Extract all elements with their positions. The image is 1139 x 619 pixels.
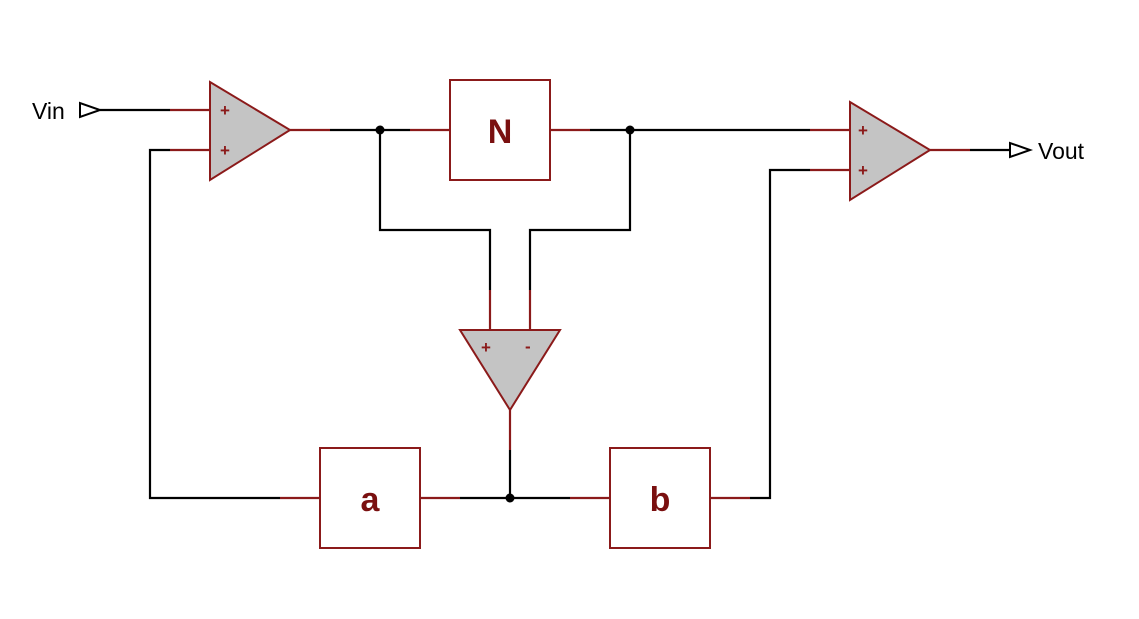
- block-a-label: a: [361, 481, 381, 519]
- wire-b-to-output-summer: [750, 168, 810, 500]
- junction-left-tap: [375, 125, 385, 135]
- junction-right-tap: [625, 125, 635, 135]
- diff-pin2-sign: -: [525, 337, 531, 356]
- block-n-label: N: [488, 113, 513, 151]
- output-summer-pin1-sign: +: [858, 121, 868, 140]
- input-summer-pin1-sign: +: [220, 101, 230, 120]
- input-summing-amplifier: + +: [209, 80, 292, 182]
- input-port: Vin: [32, 98, 104, 124]
- leads: [170, 108, 970, 500]
- junction-nodes: [375, 125, 635, 503]
- junction-bottom: [505, 493, 515, 503]
- wire-right-tap-to-diff: [528, 130, 632, 290]
- difference-amplifier: + -: [458, 329, 562, 412]
- input-port-arrow-icon: [79, 101, 104, 119]
- block-b: b: [609, 447, 711, 549]
- output-summing-amplifier: + +: [849, 100, 932, 202]
- output-port: Vout: [1009, 138, 1085, 164]
- wire-feedback-a: [148, 148, 280, 500]
- wire-left-tap-to-diff: [378, 130, 492, 290]
- output-port-label: Vout: [1038, 138, 1085, 164]
- input-summer-pin2-sign: +: [220, 141, 230, 160]
- output-summer-pin2-sign: +: [858, 161, 868, 180]
- block-n: N: [449, 79, 551, 181]
- block-a: a: [319, 447, 421, 549]
- diff-pin1-sign: +: [481, 338, 491, 357]
- input-port-label: Vin: [32, 98, 65, 124]
- output-port-arrow-icon: [1009, 141, 1034, 159]
- block-b-label: b: [650, 481, 671, 519]
